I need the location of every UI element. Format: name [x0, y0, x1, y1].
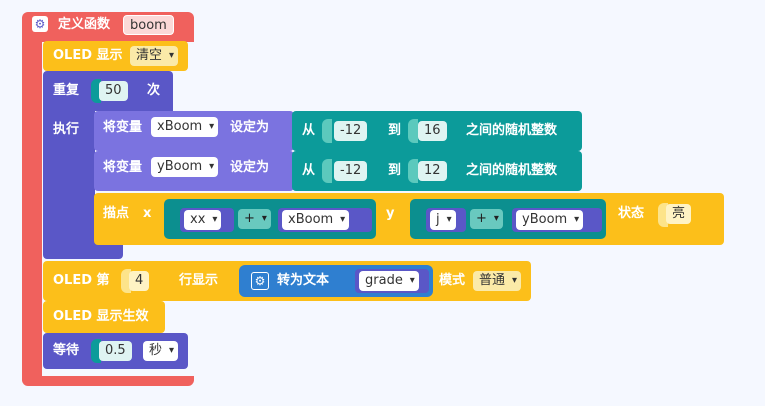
oled-line-mid: 行显示 — [179, 273, 219, 288]
random-int-y-block[interactable]: 从 -12 到 12 之间的随机整数 — [292, 151, 582, 191]
oled-mode-dropdown[interactable]: 清空 — [130, 46, 179, 66]
repeat-label: 重复 — [53, 83, 80, 98]
from-field[interactable]: -12 — [334, 121, 368, 141]
gear-icon[interactable]: ⚙ — [32, 16, 48, 32]
wait-unit-dropdown[interactable]: 秒 — [143, 341, 179, 361]
wait-label: 等待 — [53, 343, 80, 358]
set-var-label: 将变量 — [103, 160, 143, 175]
state-label: 状态 — [618, 206, 645, 221]
to-label: 到 — [388, 163, 402, 178]
x-op-dropdown[interactable]: + — [238, 209, 271, 229]
set-yboom-block[interactable]: 将变量 yBoom 设定为 — [94, 151, 294, 191]
repeat-block[interactable]: 重复 50 次 执行 — [43, 71, 173, 261]
repeat-footer — [43, 243, 123, 259]
mode-dropdown[interactable]: 普通 — [473, 271, 522, 291]
set-to-label: 设定为 — [230, 160, 270, 175]
var-j-dropdown[interactable]: j — [430, 210, 456, 230]
y-a-var-block[interactable]: j — [426, 208, 466, 232]
y-b-var-block[interactable]: yBoom — [512, 208, 602, 232]
set-var-label: 将变量 — [103, 120, 143, 135]
from-label: 从 — [302, 163, 316, 178]
line-number-field[interactable]: 4 — [129, 271, 150, 291]
var-xx-dropdown[interactable]: xx — [184, 210, 222, 230]
from-socket — [322, 159, 332, 183]
gear-icon[interactable]: ⚙ — [251, 272, 269, 290]
function-def-block[interactable]: ⚙ 定义函数 boom — [22, 12, 194, 386]
oled-apply-label: OLED 显示生效 — [53, 309, 149, 324]
repeat-count-socket — [91, 79, 101, 103]
function-def-stem — [22, 40, 42, 380]
wait-block[interactable]: 等待 0.5 秒 — [43, 333, 188, 369]
function-name-field[interactable]: boom — [123, 15, 174, 35]
from-label: 从 — [302, 123, 316, 138]
var-grade-dropdown[interactable]: grade — [359, 271, 419, 291]
repeat-unit-label: 次 — [147, 83, 161, 98]
plot-label: 描点 — [103, 206, 130, 221]
var-xboom-dropdown[interactable]: xBoom — [282, 210, 350, 230]
oled-show-label: OLED 显示 — [53, 48, 123, 63]
var-xboom-dropdown[interactable]: xBoom — [151, 117, 219, 137]
random-int-suffix: 之间的随机整数 — [466, 123, 558, 138]
set-xboom-block[interactable]: 将变量 xBoom 设定为 — [94, 111, 294, 151]
from-socket — [322, 119, 332, 143]
from-field[interactable]: -12 — [334, 161, 368, 181]
repeat-stem — [43, 109, 95, 249]
function-def-label: 定义函数 — [58, 17, 111, 32]
to-label: 到 — [388, 123, 402, 138]
plot-point-block[interactable]: 描点 x xx + xBoom y j + yBoom 状态 亮 — [94, 193, 724, 245]
y-add-expression[interactable]: j + yBoom — [410, 199, 606, 239]
wait-value-field[interactable]: 0.5 — [99, 341, 132, 361]
to-text-block[interactable]: ⚙ 转为文本 grade — [239, 265, 433, 297]
to-text-label: 转为文本 — [277, 273, 330, 288]
plot-y-label: y — [386, 206, 395, 221]
to-socket — [408, 159, 418, 183]
to-socket — [408, 119, 418, 143]
oled-apply-block[interactable]: OLED 显示生效 — [43, 301, 165, 333]
x-a-var-block[interactable]: xx — [180, 208, 234, 232]
state-field[interactable]: 亮 — [666, 204, 692, 224]
repeat-do-label: 执行 — [53, 122, 80, 137]
to-field[interactable]: 16 — [418, 121, 447, 141]
to-field[interactable]: 12 — [418, 161, 447, 181]
mode-label: 模式 — [439, 273, 466, 288]
line-socket — [121, 269, 131, 293]
plot-x-label: x — [143, 206, 152, 221]
wait-socket — [91, 339, 101, 363]
x-b-var-block[interactable]: xBoom — [278, 208, 372, 232]
repeat-count-field[interactable]: 50 — [99, 81, 128, 101]
set-to-label: 设定为 — [230, 120, 270, 135]
state-socket — [658, 203, 668, 227]
oled-show-block[interactable]: OLED 显示 清空 — [43, 41, 188, 71]
x-add-expression[interactable]: xx + xBoom — [164, 199, 376, 239]
oled-line-prefix: OLED 第 — [53, 273, 110, 288]
grade-var-block[interactable]: grade — [355, 269, 429, 293]
var-yboom-dropdown[interactable]: yBoom — [516, 210, 584, 230]
random-int-suffix: 之间的随机整数 — [466, 163, 558, 178]
y-op-dropdown[interactable]: + — [470, 209, 503, 229]
oled-line-display-block[interactable]: OLED 第 4 行显示 ⚙ 转为文本 grade 模式 普通 — [43, 261, 531, 301]
function-def-footer — [22, 376, 194, 386]
random-int-x-block[interactable]: 从 -12 到 16 之间的随机整数 — [292, 111, 582, 151]
var-yboom-dropdown[interactable]: yBoom — [151, 157, 219, 177]
